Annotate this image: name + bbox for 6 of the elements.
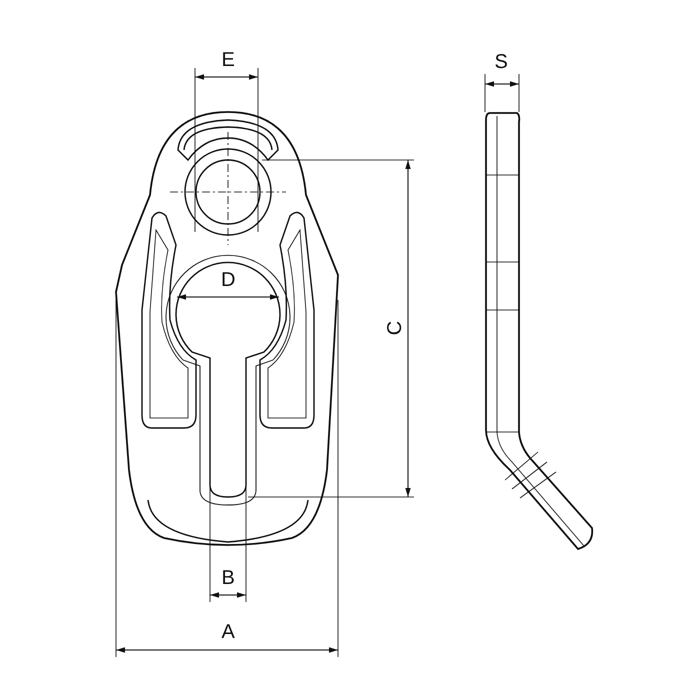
dimension-label: D <box>221 270 236 290</box>
dimension-label: B <box>222 568 235 588</box>
dimension-label: E <box>222 50 235 70</box>
dimension-label: C <box>385 320 406 336</box>
dimension-label: A <box>222 622 235 642</box>
dimension-label: S <box>494 52 508 72</box>
